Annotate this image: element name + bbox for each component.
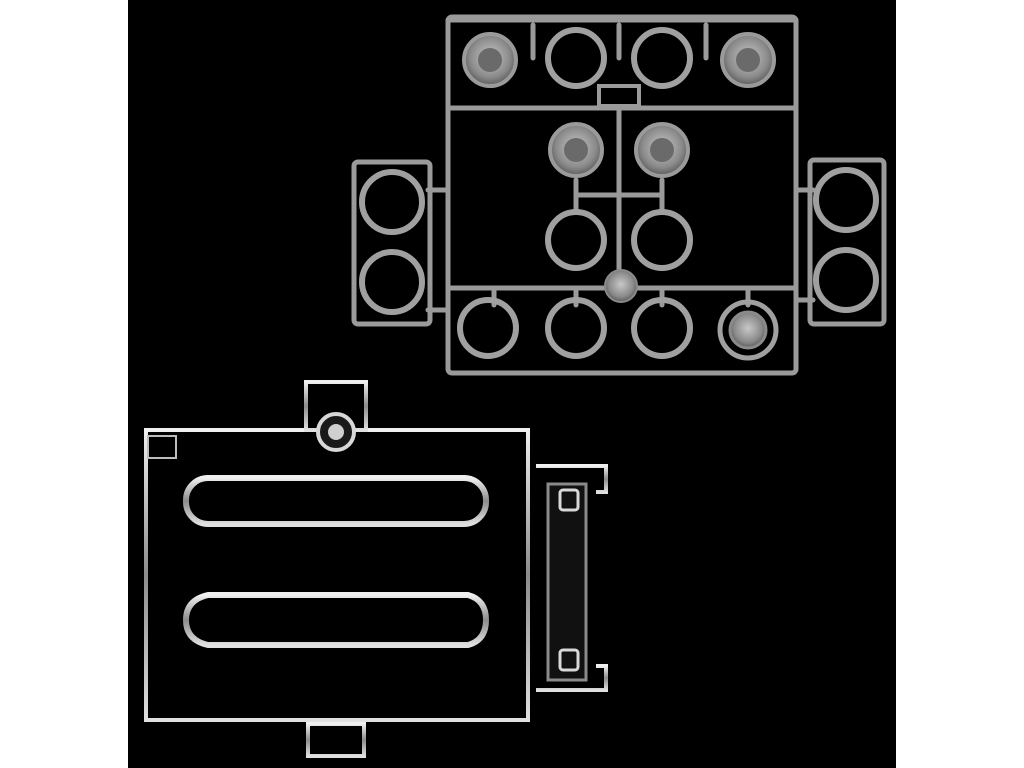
chrome-cap — [316, 412, 356, 452]
left-side-sprue — [351, 159, 433, 327]
sprue-middle-rings — [545, 209, 693, 271]
sprue-top-row — [462, 27, 776, 89]
chrome-corner-tag — [147, 435, 177, 459]
sprue-small-disc — [604, 269, 638, 303]
chrome-side-bracket — [536, 464, 608, 692]
sprue-bottom-row — [457, 297, 779, 361]
sprue-middle-hubs — [548, 122, 690, 178]
photo — [128, 0, 896, 768]
right-side-sprue — [807, 157, 887, 327]
